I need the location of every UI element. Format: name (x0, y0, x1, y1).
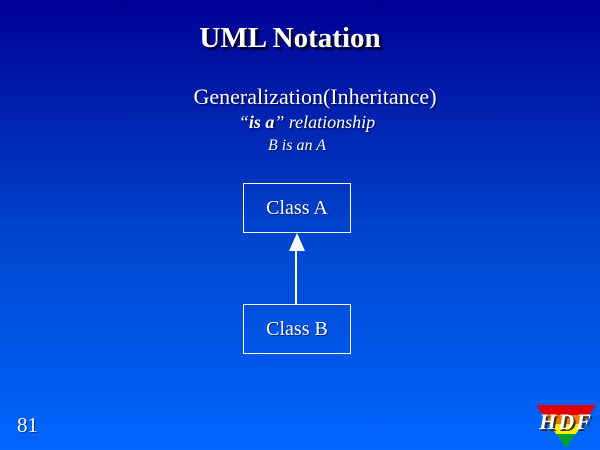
relationship-rest: ” relationship (274, 112, 376, 132)
logo-stripe-green (536, 434, 596, 448)
generalization-arrow-line (295, 250, 297, 305)
class-a-box: Class A (243, 183, 351, 233)
class-a-label: Class A (266, 196, 328, 219)
page-title: UML Notation (199, 22, 381, 54)
is-a-term: is a (248, 112, 275, 132)
heading: Generalization(Inheritance) (193, 84, 437, 109)
logo-stripe-red (536, 405, 596, 415)
class-b-box: Class B (243, 304, 351, 354)
example-line: B is an A (268, 137, 326, 154)
hdf-triangle-icon (536, 405, 596, 448)
logo-stripe-orange (536, 415, 596, 424)
page-number: 81 (17, 413, 38, 437)
generalization-arrowhead-icon (289, 233, 305, 251)
class-b-label: Class B (266, 317, 328, 340)
hdf-logo: HDF (534, 402, 598, 448)
logo-stripe-yellow (536, 424, 596, 434)
relationship-line: “is a” relationship (7, 111, 600, 133)
hdf-logo-text: HDF (539, 409, 593, 434)
open-quote: “ (238, 112, 249, 132)
